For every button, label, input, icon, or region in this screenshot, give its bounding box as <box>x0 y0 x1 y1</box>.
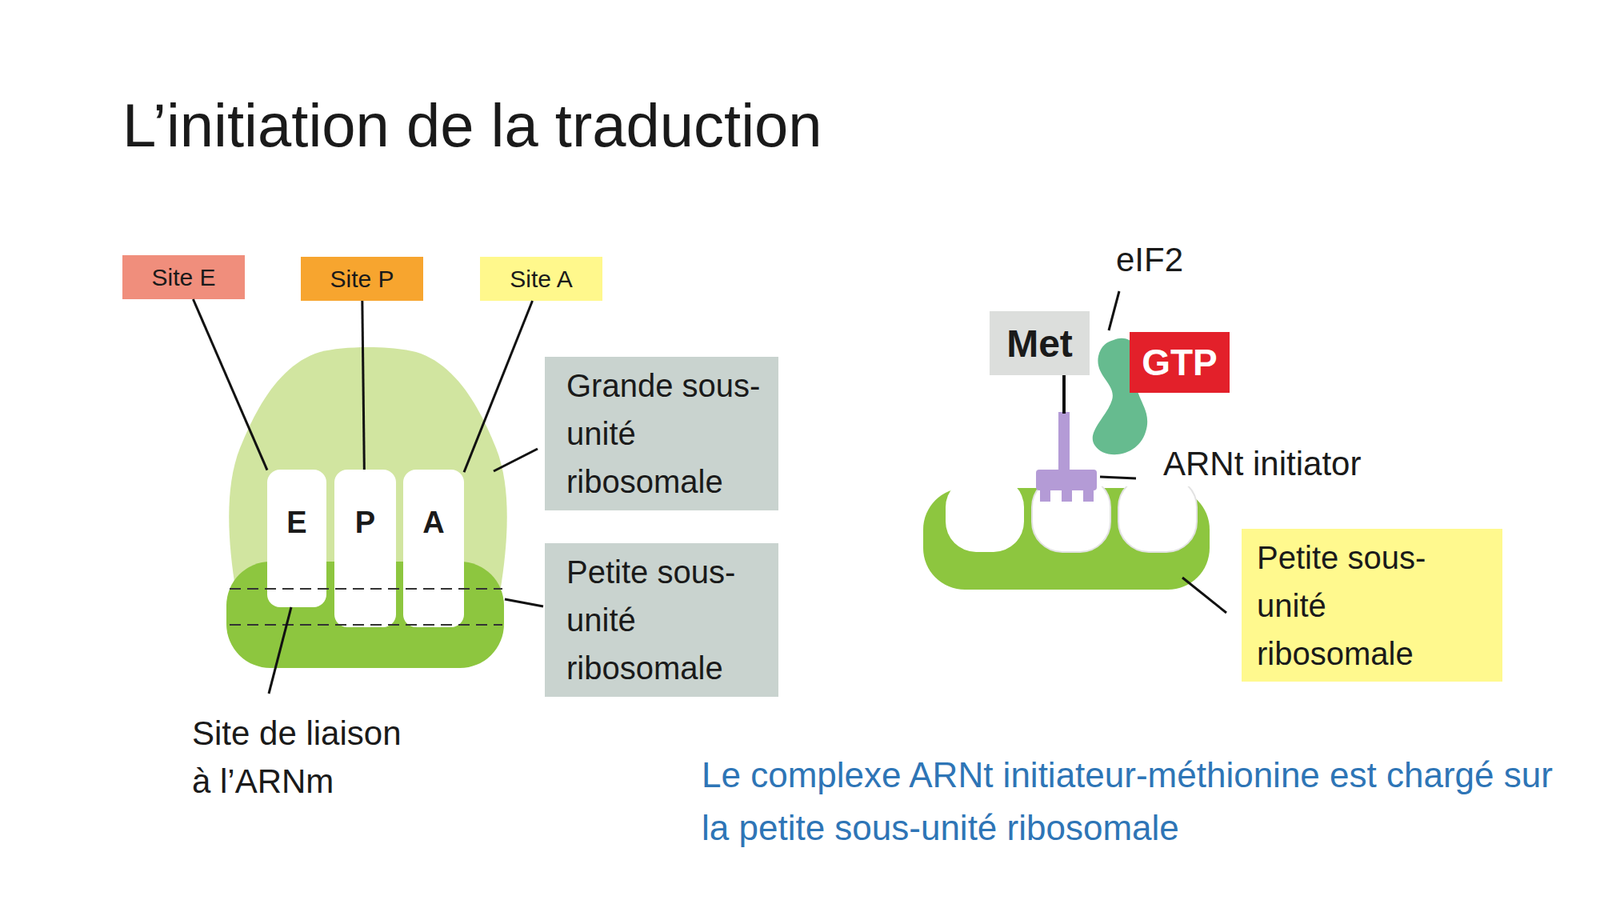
site-label-box: Site E <box>122 255 245 300</box>
molecule-label: ARNt initiator <box>1163 444 1361 484</box>
leader-line <box>362 300 365 470</box>
ribosome-slot <box>945 476 1024 552</box>
leader-line <box>1182 577 1227 613</box>
ribosome-slot <box>1118 476 1197 552</box>
caption: Le complexe ARNt initiateur-méthionine e… <box>701 748 1566 855</box>
trna-tooth <box>1083 488 1094 502</box>
title: L’initiation de la traduction <box>122 89 823 162</box>
leader-line <box>493 448 538 472</box>
ribosome-site: E <box>267 469 327 608</box>
node-text: Site E <box>151 264 216 292</box>
callout-box: Grande sous-unité ribosomale <box>544 356 779 511</box>
callout-box: Petite sous-unité ribosomale <box>544 543 779 697</box>
node-text: P <box>334 505 396 540</box>
ribosome-slot <box>1032 476 1111 552</box>
ribosome-site: A <box>403 469 464 628</box>
trna-stem <box>1058 412 1070 473</box>
trna-tooth <box>1040 488 1051 502</box>
ribosome-site: P <box>334 469 396 628</box>
leader-line <box>268 607 292 694</box>
dashed-line <box>229 624 503 626</box>
leader-line <box>1100 476 1136 479</box>
node-text: Grande sous-unité ribosomale <box>566 361 769 506</box>
trna-tooth <box>1061 488 1072 502</box>
leader-line <box>192 299 268 471</box>
leader-line <box>1108 291 1120 331</box>
site-label-box: Site P <box>300 256 424 301</box>
trna-body <box>1036 469 1097 491</box>
node-text: Site A <box>509 265 572 293</box>
protein-label: eIF2 <box>1116 240 1184 280</box>
leader-line <box>464 300 533 472</box>
node-text: A <box>403 505 464 540</box>
gtp-box: GTP <box>1129 332 1230 393</box>
amino-acid-box: Met <box>989 311 1090 376</box>
callout-label: Site de liaison à l’ARNm <box>192 709 420 806</box>
dashed-line <box>229 588 503 590</box>
node-text: Petite sous-unité ribosomale <box>566 548 769 692</box>
leader-line <box>1062 375 1066 414</box>
node-text: Site P <box>329 265 394 293</box>
site-label-box: Site A <box>480 256 603 301</box>
node-text: GTP <box>1141 340 1218 384</box>
leader-line <box>504 599 544 607</box>
node-text: Met <box>1006 321 1073 366</box>
node-text: Petite sous-unité ribosomale <box>1256 533 1479 678</box>
callout-box: Petite sous-unité ribosomale <box>1241 528 1503 682</box>
node-text: E <box>267 505 327 540</box>
